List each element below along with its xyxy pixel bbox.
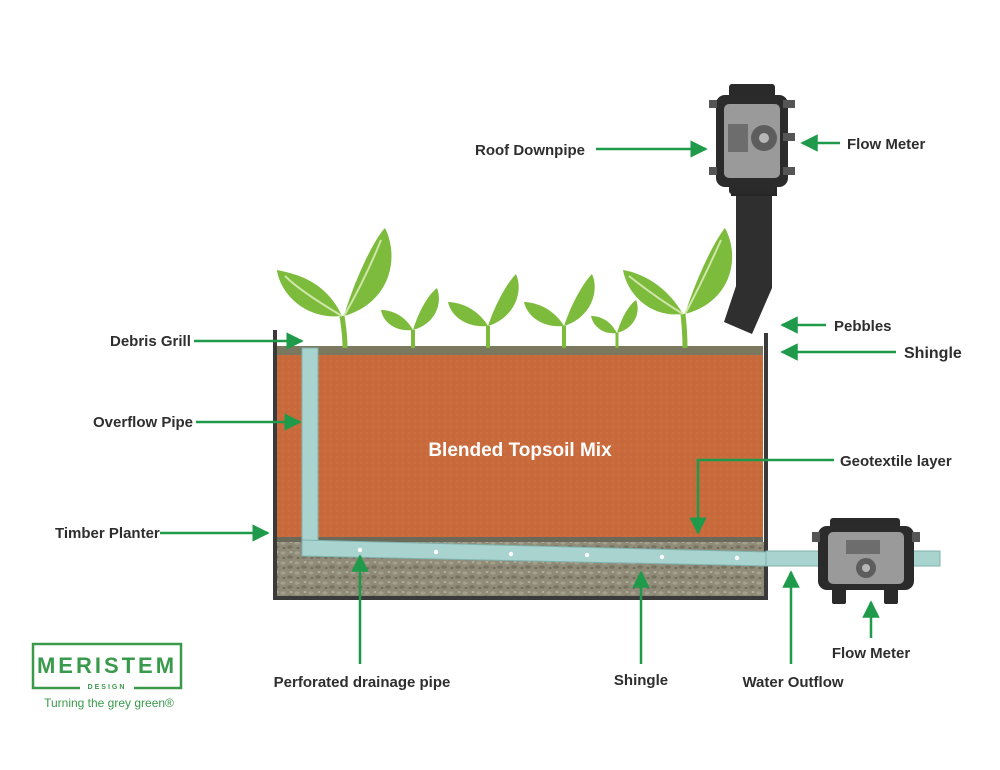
logo-name: MERISTEM	[37, 653, 177, 678]
callout-arrows	[160, 134, 896, 664]
plant-icon	[277, 228, 392, 349]
plant-icon	[623, 228, 733, 349]
label-water-outflow: Water Outflow	[742, 674, 843, 691]
flow-meter-bottom	[812, 518, 920, 604]
label-flow-meter-bottom: Flow Meter	[832, 645, 911, 662]
geotextile-layer	[276, 537, 763, 542]
center-label: Blended Topsoil Mix	[428, 440, 612, 461]
label-perforated-drainage-pipe: Perforated drainage pipe	[274, 674, 451, 691]
logo-sub: DESIGN	[88, 684, 127, 691]
plant-icon	[381, 288, 439, 348]
label-geotextile-layer: Geotextile layer	[840, 453, 952, 470]
label-debris-grill: Debris Grill	[110, 333, 191, 350]
label-pebbles: Pebbles	[834, 318, 892, 335]
pipes	[301, 347, 941, 567]
label-roof-downpipe: Roof Downpipe	[475, 142, 585, 159]
arrow-geotextile	[689, 458, 834, 535]
label-timber-planter: Timber Planter	[55, 525, 160, 542]
plant-icon	[448, 274, 519, 348]
plant-icon	[591, 300, 638, 348]
label-shingle-top: Shingle	[904, 345, 962, 362]
pipe-perforations	[357, 547, 740, 561]
overflow-pipe	[301, 347, 319, 554]
label-overflow-pipe: Overflow Pipe	[93, 414, 193, 431]
logo-tagline: Turning the grey green®	[44, 696, 174, 710]
plants	[277, 228, 733, 349]
plant-icon	[524, 274, 595, 348]
label-shingle-bottom: Shingle	[614, 672, 668, 689]
label-flow-meter-top: Flow Meter	[847, 136, 926, 153]
meristem-logo: MERISTEM DESIGN Turning the grey green®	[31, 642, 183, 710]
pebbles-layer	[276, 346, 763, 355]
topsoil-layer	[276, 355, 763, 538]
timber-planter	[273, 330, 768, 600]
flow-meter-top	[709, 84, 795, 194]
